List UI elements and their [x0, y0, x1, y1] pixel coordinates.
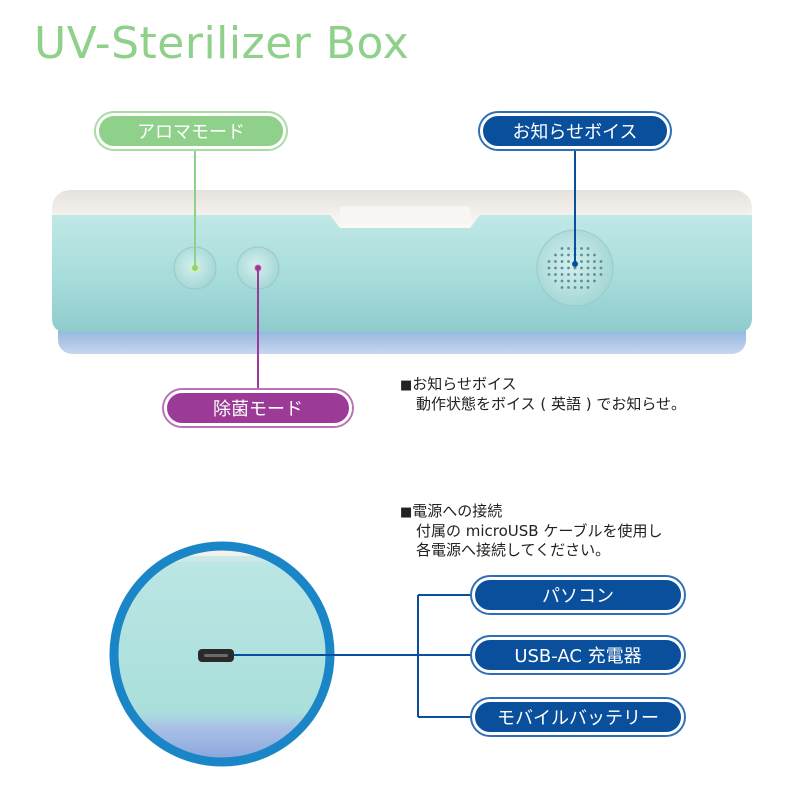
speaker-hole [599, 260, 603, 263]
speaker-hole [567, 273, 570, 276]
speaker-hole [560, 266, 564, 270]
speaker-hole [599, 266, 603, 270]
speaker-hole [560, 253, 564, 257]
usb-ac-charger-label: USB-AC 充電器 [472, 637, 684, 673]
page-title: UV-Sterilizer Box [34, 18, 410, 69]
speaker-hole [560, 247, 564, 250]
speaker-hole [547, 266, 551, 270]
speaker-hole [580, 260, 583, 263]
sterilize-mode-label: 除菌モード [164, 390, 352, 426]
speaker-hole [567, 247, 570, 250]
speaker-hole [586, 286, 590, 289]
speaker-hole [580, 266, 583, 270]
speaker-hole [554, 273, 557, 276]
power-note-marker: ■ [400, 505, 413, 520]
speaker-hole [573, 266, 577, 270]
pc-label: パソコン [472, 577, 684, 613]
speaker-hole [547, 273, 551, 276]
speaker-hole [593, 273, 596, 276]
speaker-hole [573, 273, 577, 276]
speaker-hole [593, 253, 596, 257]
speaker-hole [560, 273, 564, 276]
voice-note-heading: お知らせボイス [412, 375, 517, 393]
speaker-hole [586, 273, 590, 276]
lid-notch [340, 206, 470, 224]
speaker-hole [586, 247, 590, 250]
voice-note-marker: ■ [400, 378, 413, 393]
aroma-mode-label: アロマモード [96, 113, 286, 149]
speaker-hole [593, 260, 596, 263]
speaker-hole [554, 253, 557, 257]
speaker-hole [586, 266, 590, 270]
speaker-hole [567, 260, 570, 263]
speaker-hole [560, 279, 564, 283]
speaker-hole [567, 266, 570, 270]
speaker-hole [586, 260, 590, 263]
power-note: ■電源への接続 付属の microUSB ケーブルを使用し 各電源へ接続してくだ… [400, 502, 662, 560]
speaker-hole [580, 273, 583, 276]
device-body [52, 215, 752, 332]
speaker-hole [573, 286, 577, 289]
speaker-hole [580, 247, 583, 250]
voice-note-line1: 動作状態をボイス ( 英語 ) でお知らせ。 [416, 395, 687, 413]
speaker-hole [586, 279, 590, 283]
speaker-hole [593, 266, 596, 270]
speaker-hole [567, 279, 570, 283]
speaker-hole [567, 253, 570, 257]
speaker-hole [567, 286, 570, 289]
speaker-hole [560, 260, 564, 263]
speaker-hole [593, 279, 596, 283]
speaker-hole [599, 273, 603, 276]
speaker-hole [586, 253, 590, 257]
speaker-hole [554, 260, 557, 263]
power-note-line2: 各電源へ接続してください。 [416, 541, 611, 559]
mobile-battery-label: モバイルバッテリー [472, 699, 684, 735]
speaker-hole [554, 266, 557, 270]
speaker-hole [580, 253, 583, 257]
power-note-line1: 付属の microUSB ケーブルを使用し [416, 522, 663, 540]
speaker-hole [560, 286, 564, 289]
speaker-hole [580, 279, 583, 283]
power-note-heading: 電源への接続 [412, 502, 503, 520]
speaker-hole [580, 286, 583, 289]
speaker-hole [554, 279, 557, 283]
voice-note: ■お知らせボイス 動作状態をボイス ( 英語 ) でお知らせ。 [400, 375, 686, 414]
speaker-hole [547, 260, 551, 263]
speaker-hole [573, 279, 577, 283]
notice-voice-label: お知らせボイス [480, 113, 670, 149]
